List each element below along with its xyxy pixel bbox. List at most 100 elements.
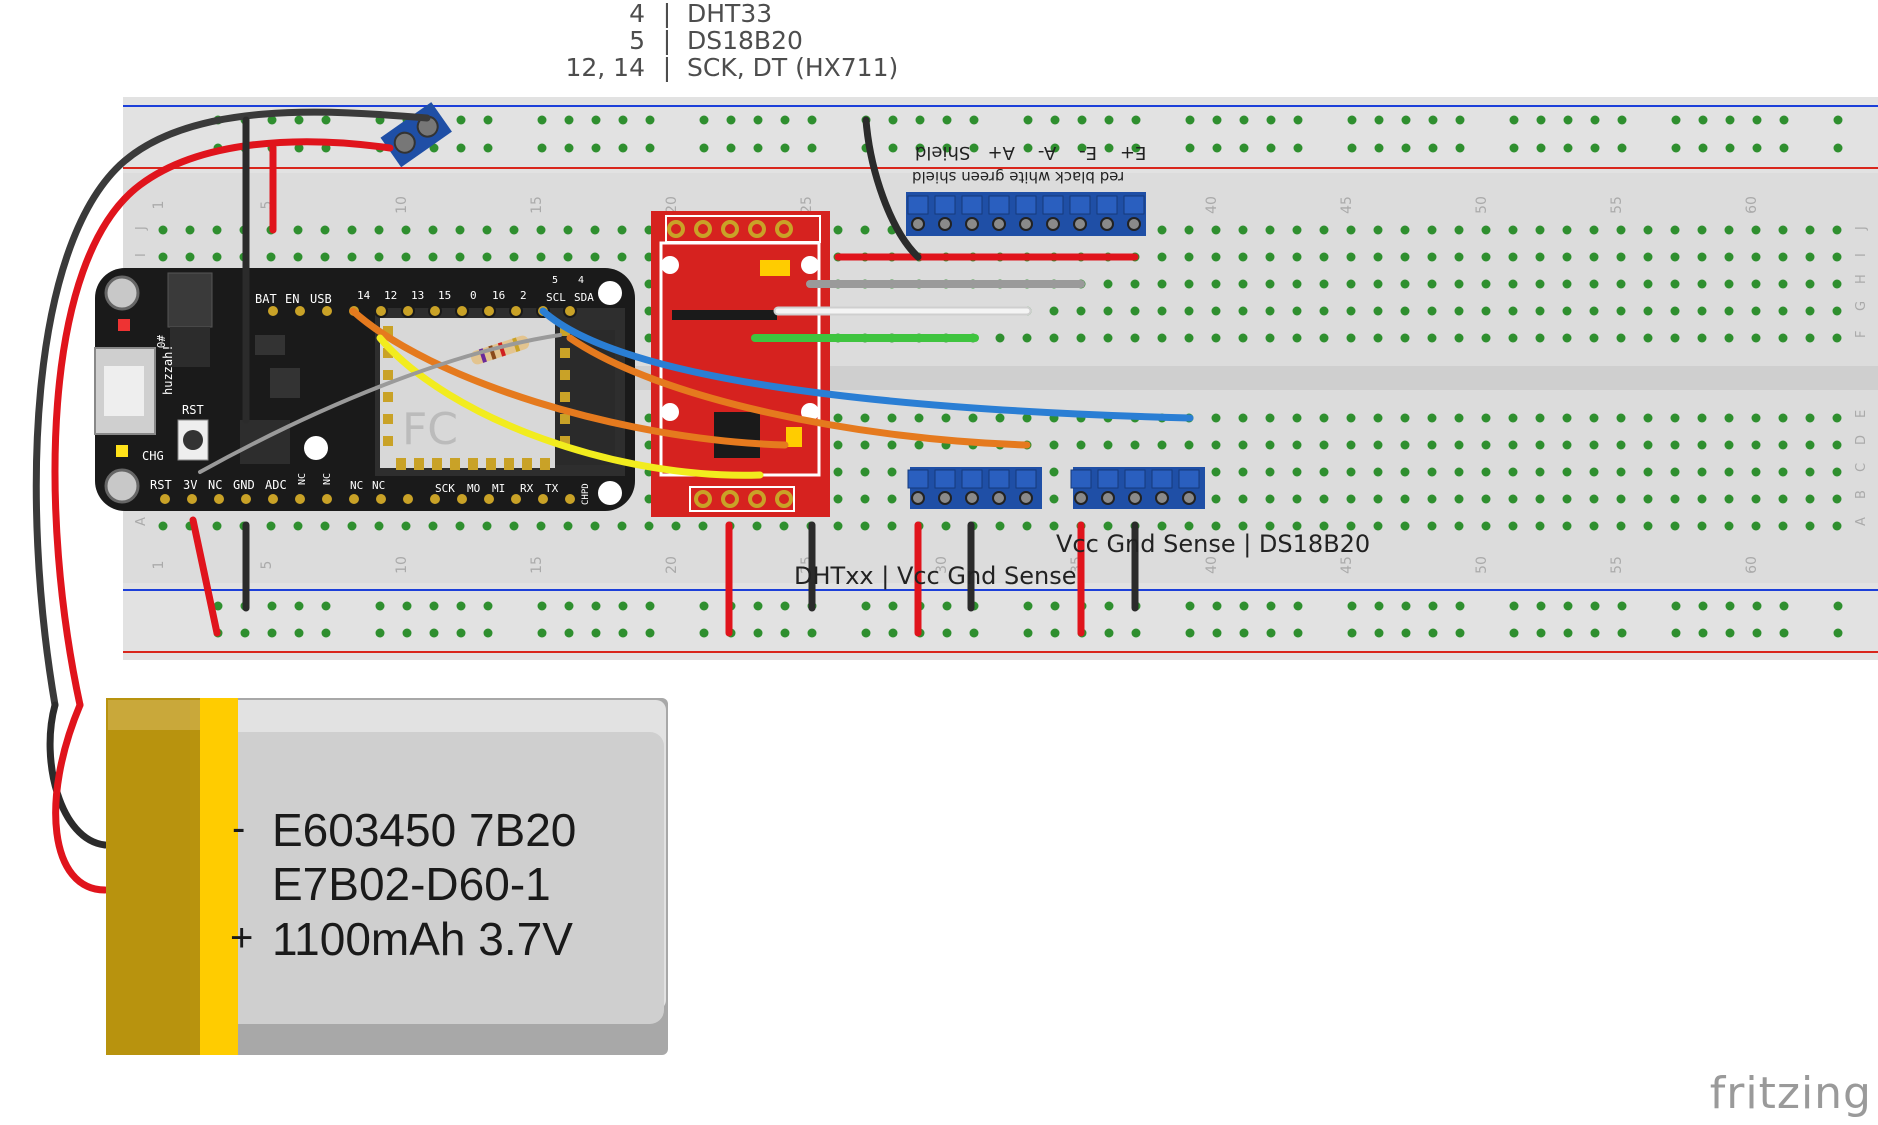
breadboard-hole <box>1265 440 1275 450</box>
rail-hole <box>267 601 277 611</box>
rail-hole <box>861 628 871 638</box>
rail-hole <box>1077 115 1087 125</box>
feather-label-mo: MO <box>467 482 480 495</box>
breadboard-hole <box>1103 521 1113 531</box>
breadboard-hole <box>401 521 411 531</box>
column-number: 55 <box>1609 556 1625 574</box>
ds18b20-connector-label: Vcc Gnd Sense | DS18B20 <box>1056 530 1371 558</box>
breadboard-hole <box>1373 225 1383 235</box>
breadboard-hole <box>1616 494 1626 504</box>
feather-pad <box>212 492 226 506</box>
rail-hole <box>375 628 385 638</box>
hx711-pad <box>775 220 793 238</box>
terminal-screw-block <box>907 469 929 489</box>
breadboard-hole <box>1184 225 1194 235</box>
breadboard-hole <box>1292 440 1302 450</box>
esp-pad <box>396 458 406 470</box>
breadboard-hole <box>1670 413 1680 423</box>
breadboard-hole <box>1238 279 1248 289</box>
rail-hole <box>1239 628 1249 638</box>
breadboard-hole <box>1832 306 1842 316</box>
hx-wire-color-label: red black white green shield <box>912 168 1125 186</box>
breadboard-hole <box>1346 467 1356 477</box>
breadboard-hole <box>995 413 1005 423</box>
rail-hole <box>1617 143 1627 153</box>
hx-pin-label-shield: Shield <box>915 142 971 163</box>
breadboard-hole <box>1778 306 1788 316</box>
breadboard-hole <box>1616 333 1626 343</box>
breadboard-hole <box>1454 521 1464 531</box>
rail-hole <box>537 115 547 125</box>
breadboard-hole <box>1589 225 1599 235</box>
breadboard-hole <box>1373 467 1383 477</box>
breadboard-hole <box>1832 467 1842 477</box>
rail-hole <box>1401 115 1411 125</box>
rail-hole <box>753 143 763 153</box>
breadboard-hole <box>1778 467 1788 477</box>
breadboard-hole <box>1346 279 1356 289</box>
dht-terminal <box>907 467 1042 509</box>
breadboard-hole <box>1508 467 1518 477</box>
esp-pad <box>383 370 393 380</box>
breadboard-hole <box>1697 279 1707 289</box>
terminal-screw <box>1100 217 1114 231</box>
breadboard-hole <box>1022 413 1032 423</box>
breadboard-hole <box>509 521 519 531</box>
rail-hole <box>888 115 898 125</box>
column-number: 20 <box>664 556 680 574</box>
breadboard-hole <box>1535 467 1545 477</box>
rail-hole <box>753 628 763 638</box>
breadboard-hole <box>1778 333 1788 343</box>
breadboard-hole <box>1481 279 1491 289</box>
rail-hole <box>1428 628 1438 638</box>
rail-hole <box>1131 628 1141 638</box>
breadboard-hole <box>347 252 357 262</box>
rail-hole <box>1374 115 1384 125</box>
breadboard-hole <box>1643 225 1653 235</box>
row-letter: C <box>1854 463 1869 472</box>
breadboard-hole <box>1724 225 1734 235</box>
breadboard-hole <box>1508 413 1518 423</box>
rail-hole <box>1455 601 1465 611</box>
breadboard-hole <box>536 225 546 235</box>
rail-hole <box>483 601 493 611</box>
rail-hole <box>1401 628 1411 638</box>
breadboard-hole <box>1589 279 1599 289</box>
rail-hole <box>618 143 628 153</box>
pin-map-signal-3: SCK, DT (HX711) <box>687 53 899 82</box>
breadboard-hole <box>833 225 843 235</box>
row-letter: E <box>1854 410 1869 418</box>
battery-label-line3: 1100mAh 3.7V <box>272 913 573 965</box>
rail-hole <box>726 115 736 125</box>
rail-hole <box>861 601 871 611</box>
breadboard-hole <box>914 413 924 423</box>
column-number: 10 <box>394 556 410 574</box>
rail-hole <box>1752 628 1762 638</box>
breadboard-hole <box>1184 279 1194 289</box>
rail-hole <box>321 115 331 125</box>
rst-button <box>183 430 203 450</box>
hx-pin-label-eminus: E- <box>1079 142 1097 163</box>
breadboard-hole <box>1670 494 1680 504</box>
breadboard-hole <box>1427 252 1437 262</box>
breadboard-hole <box>509 252 519 262</box>
breadboard-hole <box>1373 306 1383 316</box>
terminal-screw <box>938 491 952 505</box>
breadboard-hole <box>617 252 627 262</box>
wire-orange-pin12 <box>566 334 1031 449</box>
breadboard-hole <box>509 225 519 235</box>
column-number: 1 <box>151 201 167 210</box>
breadboard-hole <box>1724 413 1734 423</box>
rail-hole <box>1509 628 1519 638</box>
breadboard-hole <box>1049 306 1059 316</box>
breadboard-hole <box>1832 440 1842 450</box>
row-letter: H <box>1854 274 1869 284</box>
rail-hole <box>1428 143 1438 153</box>
breadboard-hole <box>941 521 951 531</box>
rail-hole <box>780 601 790 611</box>
feather-label-chpd: CHPD <box>581 483 591 505</box>
breadboard-hole <box>401 225 411 235</box>
breadboard-hole <box>1616 521 1626 531</box>
rail-hole <box>1212 143 1222 153</box>
rail-hole <box>1833 601 1843 611</box>
